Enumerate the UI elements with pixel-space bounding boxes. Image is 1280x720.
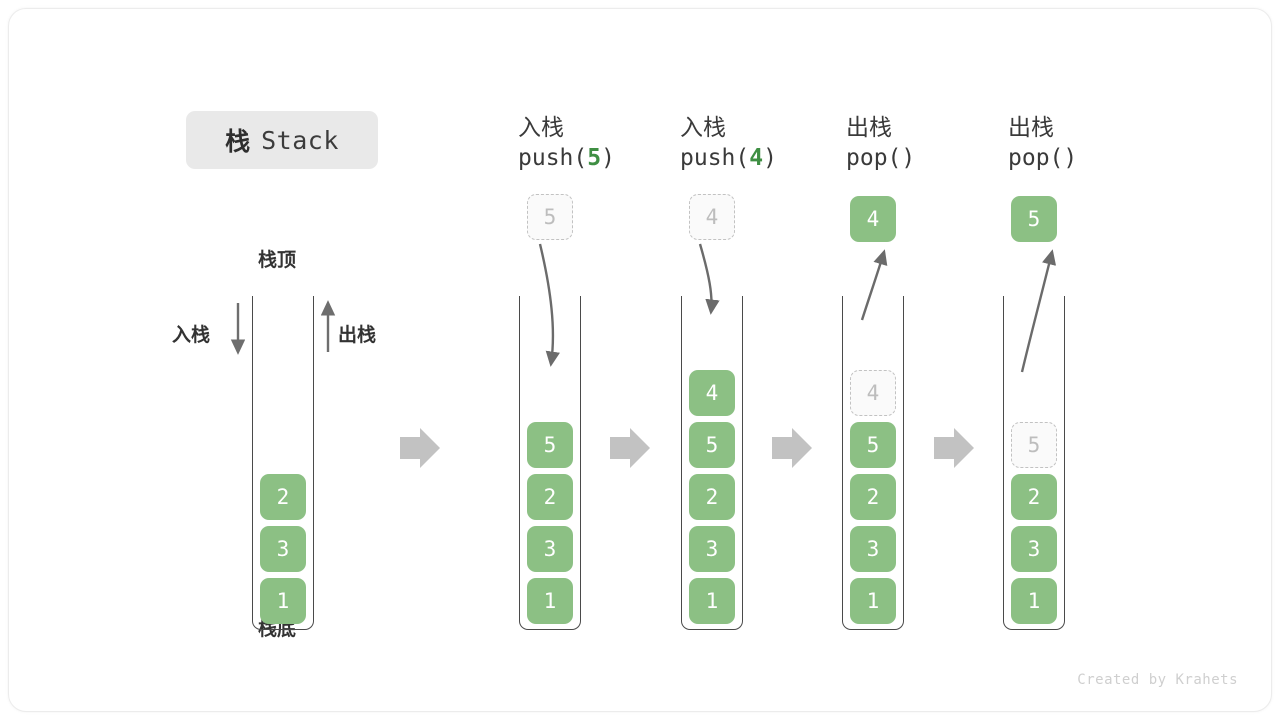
title-badge: 栈 Stack [186, 111, 378, 169]
stack-cell-pop-4-2: 2 [850, 474, 896, 520]
stack-cell-push-5-2: 3 [527, 526, 573, 572]
col-pop4-code-suffix: ) [901, 145, 916, 171]
stack-cell-initial-2: 1 [260, 578, 306, 624]
col-push4-code-value: 4 [749, 145, 764, 171]
stack-container-initial [252, 296, 314, 630]
col-push5-code: push(5) [518, 145, 615, 171]
stack-cell-push-4-2: 2 [689, 474, 735, 520]
col-push5-code-suffix: ) [601, 145, 615, 171]
stack-cell-pop-4-4: 1 [850, 578, 896, 624]
col-push4-code-prefix: push( [680, 145, 750, 171]
col-pop5-code-suffix: ) [1063, 145, 1078, 171]
stack-cell-pop-4-3: 3 [850, 526, 896, 572]
title-label-en: Stack [261, 125, 339, 155]
stack-cell-ghost-pop-5-0: 5 [1011, 422, 1057, 468]
col-push4-code: push(4) [680, 145, 777, 171]
col-push4-code-suffix: ) [763, 145, 777, 171]
stack-cell-pop-4-1: 5 [850, 422, 896, 468]
col-pop4-code: pop() [846, 145, 915, 171]
stack-cell-initial-1: 3 [260, 526, 306, 572]
stack-container-push-5 [519, 296, 581, 630]
col-pop4-heading: 出栈 [846, 114, 892, 140]
col-push4-heading: 入栈 [680, 114, 726, 140]
stack-container-pop-5 [1003, 296, 1065, 630]
push-direction-label: 入栈 [172, 325, 211, 346]
col-pop5-heading: 出栈 [1008, 114, 1054, 140]
stack-container-pop-4 [842, 296, 904, 630]
stack-container-push-4 [681, 296, 743, 630]
external-cell-push-4: 4 [689, 194, 735, 240]
stack-cell-initial-0: 2 [260, 474, 306, 520]
stack-cell-pop-5-1: 2 [1011, 474, 1057, 520]
external-cell-push-5: 5 [527, 194, 573, 240]
col-pop5-code: pop() [1008, 145, 1077, 171]
credit-text: Created by Krahets [1077, 672, 1238, 688]
title-label-cn: 栈 [225, 128, 252, 156]
col-pop5-code-prefix: pop( [1008, 145, 1064, 171]
stack-cell-push-5-1: 2 [527, 474, 573, 520]
stack-cell-push-4-1: 5 [689, 422, 735, 468]
stack-cell-pop-5-2: 3 [1011, 526, 1057, 572]
col-pop4-code-prefix: pop( [846, 145, 902, 171]
stack-cell-push-5-3: 1 [527, 578, 573, 624]
stack-cell-pop-5-3: 1 [1011, 578, 1057, 624]
stack-cell-push-4-3: 3 [689, 526, 735, 572]
stack-cell-push-4-0: 4 [689, 370, 735, 416]
pop-direction-label: 出栈 [338, 325, 377, 346]
external-cell-pop-5: 5 [1011, 196, 1057, 242]
external-cell-pop-4: 4 [850, 196, 896, 242]
stack-cell-push-5-0: 5 [527, 422, 573, 468]
col-push5-code-prefix: push( [518, 145, 588, 171]
stack-cell-ghost-pop-4-0: 4 [850, 370, 896, 416]
stack-cell-push-4-4: 1 [689, 578, 735, 624]
col-push5-code-value: 5 [587, 145, 602, 171]
col-push5-heading: 入栈 [518, 114, 564, 140]
stack-top-label: 栈顶 [258, 250, 297, 271]
